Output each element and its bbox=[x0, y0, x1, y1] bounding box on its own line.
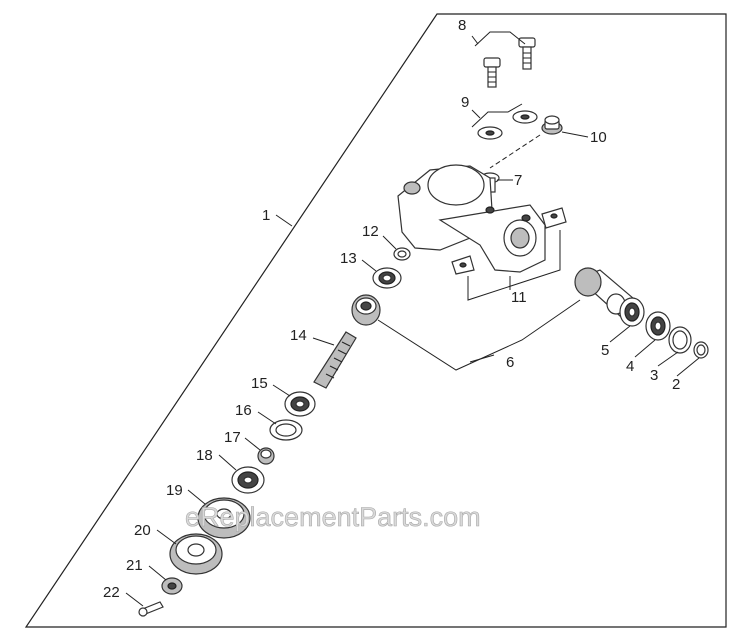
washer-right bbox=[512, 110, 538, 124]
callout-16: 16 bbox=[235, 402, 252, 419]
callout-22: 22 bbox=[103, 584, 120, 601]
callout-15: 15 bbox=[251, 375, 268, 392]
gear-case-housing bbox=[397, 164, 546, 273]
snap-ring-3 bbox=[668, 326, 692, 354]
callout-8: 8 bbox=[458, 17, 466, 34]
callout-1: 1 bbox=[262, 207, 270, 224]
callout-13: 13 bbox=[340, 250, 357, 267]
dash-10 bbox=[489, 134, 541, 169]
callout-20: 20 bbox=[134, 522, 151, 539]
holder-20 bbox=[169, 533, 223, 575]
callout-14: 14 bbox=[290, 327, 307, 344]
bearing-15 bbox=[284, 391, 316, 417]
callout-4: 4 bbox=[626, 358, 634, 375]
flange-tab-left bbox=[451, 255, 475, 275]
bolt-top-left bbox=[483, 57, 501, 88]
callout-6: 6 bbox=[506, 354, 514, 371]
bracket-8 bbox=[474, 31, 526, 47]
bracket-9 bbox=[471, 103, 523, 128]
callout-3: 3 bbox=[650, 367, 658, 384]
bearing-4 bbox=[645, 311, 671, 341]
callout-18: 18 bbox=[196, 447, 213, 464]
callout-10: 10 bbox=[590, 129, 607, 146]
snap-ring-2 bbox=[693, 341, 709, 359]
bolt-top-right bbox=[518, 37, 536, 70]
flange-tab-right bbox=[541, 207, 567, 229]
pin-22 bbox=[138, 601, 164, 617]
spindle-shaft-14 bbox=[313, 331, 357, 389]
callout-21: 21 bbox=[126, 557, 143, 574]
bearing-18 bbox=[231, 466, 265, 494]
callout-11: 11 bbox=[511, 289, 527, 306]
callout-12: 12 bbox=[362, 223, 379, 240]
callout-17: 17 bbox=[224, 429, 241, 446]
washer-left bbox=[477, 126, 503, 140]
bracket-6 bbox=[377, 299, 581, 371]
bearing-5 bbox=[619, 297, 645, 327]
bevel-gear-small bbox=[351, 294, 381, 326]
bearing-13 bbox=[372, 267, 402, 289]
watermark: eReplacementParts.com bbox=[185, 502, 481, 532]
bracket-11 bbox=[467, 230, 561, 301]
holder-19 bbox=[197, 497, 251, 539]
nut-21 bbox=[161, 577, 183, 595]
leader-lines bbox=[125, 35, 700, 607]
washer-16 bbox=[269, 419, 303, 441]
callout-5: 5 bbox=[601, 342, 609, 359]
callout-9: 9 bbox=[461, 94, 469, 111]
plug-part-10 bbox=[541, 115, 563, 135]
collar-17 bbox=[257, 447, 275, 465]
snap-ring-12 bbox=[393, 247, 411, 261]
assembly-frame bbox=[24, 13, 727, 628]
callout-2: 2 bbox=[672, 376, 680, 393]
callout-19: 19 bbox=[166, 482, 183, 499]
callout-7: 7 bbox=[514, 172, 522, 189]
